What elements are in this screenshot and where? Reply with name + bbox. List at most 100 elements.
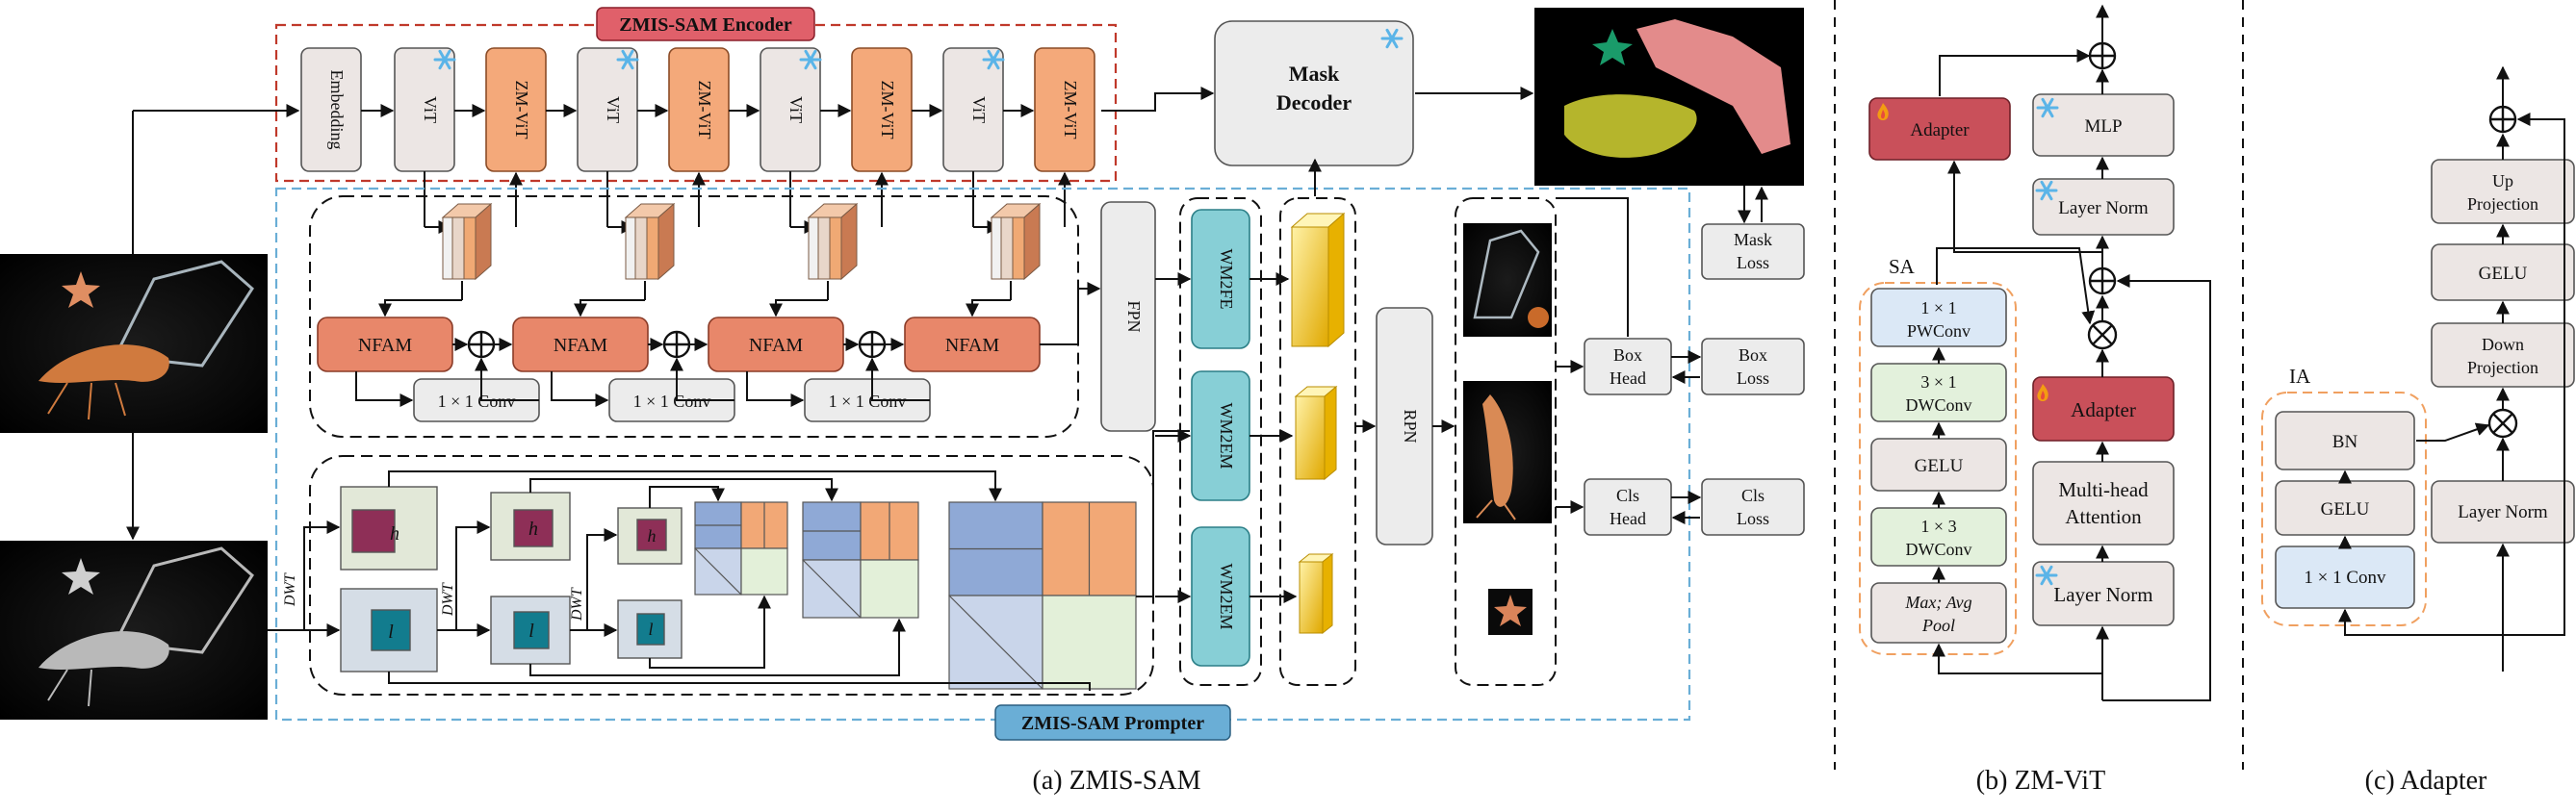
adapter-up-label-2: Projection — [2467, 194, 2538, 214]
mask-loss-box — [1701, 223, 1805, 280]
zm-sa-label: SA — [1889, 255, 1916, 278]
crop-jellyfish-image — [1463, 223, 1552, 337]
zm-pool-label-1: Max; Avg — [1904, 593, 1971, 612]
wm2fe-label: WM2FE — [1217, 249, 1236, 310]
adapter-conv-label: 1 × 1 Conv — [2304, 568, 2386, 588]
adapter-down-projection — [2431, 322, 2575, 388]
adapter-up-label-1: Up — [2492, 171, 2513, 190]
adapter-up-projection — [2431, 159, 2575, 224]
zm-pwconv-label-1: 1 × 1 — [1920, 298, 1956, 317]
zm-gelu-label: GELU — [1915, 456, 1964, 476]
dwt-h-square-3 — [636, 519, 667, 551]
box-head-label-2: Head — [1610, 368, 1646, 388]
dwt-l-square-3 — [636, 613, 665, 646]
sum-icon — [858, 330, 887, 359]
dwt-reconstruction-grid-1 — [694, 501, 788, 596]
dwt-l-square-2 — [513, 611, 550, 649]
segmentation-mask-red — [1636, 19, 1790, 154]
cls-loss-box — [1701, 478, 1805, 536]
sum-icon — [467, 330, 496, 359]
conv1x1-label-1: 1 × 1 Conv — [438, 392, 516, 411]
feature-maps-region — [1279, 197, 1356, 686]
feature-stack-1 — [441, 202, 493, 281]
dwt-reconstruction-grid-2 — [802, 501, 919, 619]
dwt-l-label-3: l — [648, 620, 653, 639]
zm-pwconv-block — [1870, 288, 2007, 347]
feature-stack-3 — [807, 202, 859, 281]
dwt-h-square-2 — [513, 509, 554, 547]
caption-c: (c) Adapter — [2365, 766, 2487, 796]
vit-label-4: ViT — [969, 96, 989, 123]
box-head-label-1: Box — [1613, 345, 1642, 365]
zm-layernorm-upper-label: Layer Norm — [2058, 198, 2149, 218]
adapter-ia-label: IA — [2289, 365, 2311, 388]
zm-mha-block — [2032, 461, 2175, 546]
crop-shrimp-image — [1463, 381, 1552, 523]
nfam-label-2: NFAM — [554, 335, 608, 356]
conv1x1-label-2: 1 × 1 Conv — [633, 392, 711, 411]
mask-decoder-label-2: Decoder — [1276, 90, 1352, 114]
zm-dwconv31-label-2: DWConv — [1906, 395, 1972, 415]
cls-loss-label-1: Cls — [1741, 486, 1765, 505]
zm-adapter-top — [1868, 97, 2011, 161]
zm-mha-label-2: Attention — [2065, 505, 2142, 528]
input-image-grayscale — [0, 541, 268, 720]
zm-mlp-label: MLP — [2084, 116, 2122, 137]
zm-vit-label-1: ZM-ViT — [512, 81, 531, 140]
adapter-panel: Up Projection GELU Down Projection Layer… — [2261, 65, 2575, 672]
mask-decoder-label-1: Mask — [1289, 62, 1340, 86]
adapter-layer-norm-label: Layer Norm — [2458, 502, 2548, 522]
crop-starfish-image — [1488, 589, 1533, 635]
sum-icon — [2088, 266, 2117, 295]
dwt-l-label-1: l — [388, 622, 394, 643]
multiply-icon — [2087, 319, 2118, 350]
dwt-reconstruction-grid-3 — [948, 501, 1137, 690]
zm-vit-block-4 — [1034, 47, 1095, 172]
zm-adapter-right-label: Adapter — [2071, 398, 2136, 421]
zm-pool-label-2: Pool — [1921, 616, 1955, 635]
segmentation-mask-yellow — [1564, 94, 1697, 158]
prompter-title: ZMIS-SAM Prompter — [1021, 713, 1204, 734]
conv1x1-label-3: 1 × 1 Conv — [829, 392, 907, 411]
nfam-label-4: NFAM — [945, 335, 1000, 356]
crops-region — [1455, 197, 1557, 686]
mask-loss-label-2: Loss — [1737, 253, 1769, 272]
rpn-label: RPN — [1401, 409, 1420, 443]
feature-map-medium — [1294, 385, 1338, 481]
vit-label-1: ViT — [421, 96, 440, 123]
vit-label-2: ViT — [604, 96, 623, 123]
multiply-icon — [2487, 408, 2518, 439]
nfam-label-1: NFAM — [358, 335, 413, 356]
zm-pwconv-label-2: PWConv — [1907, 321, 1971, 341]
zm-dwconv13-label-2: DWConv — [1906, 540, 1972, 559]
dwt-h-band-3 — [617, 507, 683, 565]
dwt-l-label-2: l — [528, 621, 534, 642]
adapter-gelu-label: GELU — [2479, 264, 2528, 284]
mask-loss-label-1: Mask — [1734, 230, 1772, 249]
zm-vit-panel: Adapter MLP Layer Norm SA 1 × 1 PWConv 3… — [1859, 4, 2211, 701]
zm-vit-label-2: ZM-ViT — [695, 81, 714, 140]
cls-head-label-2: Head — [1610, 509, 1646, 528]
wm2em-label-1: WM2EM — [1217, 403, 1236, 469]
zm-dwconv13-label-1: 1 × 3 — [1920, 517, 1956, 536]
caption-a: (a) ZMIS-SAM — [1033, 766, 1201, 796]
embedding-label: Embedding — [327, 70, 347, 150]
fpn-block — [1100, 201, 1156, 432]
caption-b: (b) ZM-ViT — [1976, 766, 2105, 796]
box-head-block — [1584, 338, 1672, 395]
adapter-down-label-1: Down — [2482, 335, 2524, 354]
adapter-ia-gelu-label: GELU — [2321, 499, 2370, 520]
dwt-h-label-2: h — [528, 519, 538, 540]
dwt-label-3: DWT — [569, 587, 585, 622]
sum-icon — [662, 330, 691, 359]
zm-vit-label-3: ZM-ViT — [878, 81, 897, 140]
cls-head-block — [1584, 478, 1672, 536]
adapter-bn — [2275, 411, 2415, 470]
cls-loss-label-2: Loss — [1737, 509, 1769, 528]
zm-dwconv31-label-1: 3 × 1 — [1920, 372, 1956, 392]
dwt-h-label-1: h — [390, 523, 399, 545]
nfam-label-3: NFAM — [749, 335, 804, 356]
zm-layernorm-lower-label: Layer Norm — [2053, 583, 2152, 606]
feature-stack-2 — [624, 202, 676, 281]
